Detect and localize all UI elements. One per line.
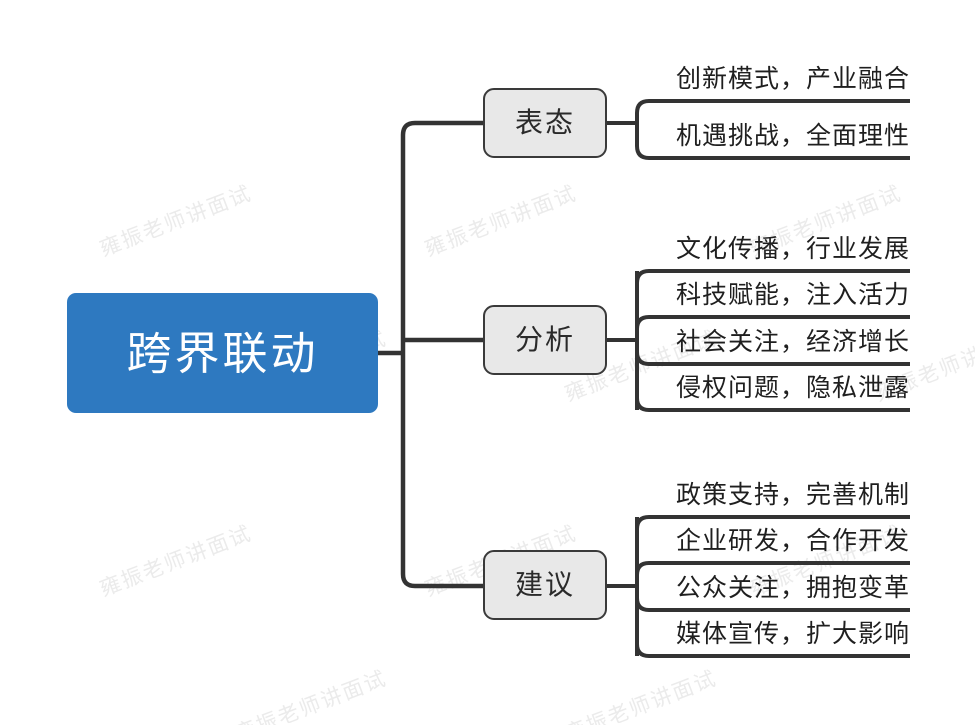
leaf-label: 文化传播，行业发展 — [675, 234, 910, 263]
leaf-item[interactable]: 政策支持，完善机制 — [637, 473, 912, 519]
leaf-label: 侵权问题，隐私泄露 — [675, 373, 910, 402]
leaf-item[interactable]: 企业研发，合作开发 — [637, 519, 912, 565]
leaf-item[interactable]: 创新模式，产业融合 — [637, 57, 912, 103]
leaf-label: 公众关注，拥抱变革 — [675, 573, 910, 602]
leaf-item[interactable]: 文化传播，行业发展 — [637, 227, 912, 273]
connector-root-to-branch-0 — [400, 120, 483, 353]
root-node-label: 跨界联动 — [126, 327, 319, 379]
leaf-item[interactable]: 媒体宣传，扩大影响 — [637, 612, 912, 658]
leaf-label: 机遇挑战，全面理性 — [675, 121, 910, 150]
leaf-label: 企业研发，合作开发 — [675, 526, 910, 555]
branch-node-fenxi[interactable]: 分析 — [483, 305, 607, 375]
leaf-label: 媒体宣传，扩大影响 — [675, 619, 910, 648]
leaf-label: 政策支持，完善机制 — [675, 480, 910, 509]
branch-node-biaotai[interactable]: 表态 — [483, 88, 607, 158]
leaf-item[interactable]: 社会关注，经济增长 — [637, 320, 912, 366]
connector-root-to-branch-2 — [400, 353, 483, 589]
leaf-item[interactable]: 科技赋能，注入活力 — [637, 273, 912, 319]
branch-node-label: 建议 — [514, 569, 575, 600]
root-node[interactable]: 跨界联动 — [67, 293, 378, 413]
leaf-label: 科技赋能，注入活力 — [675, 280, 910, 309]
leaf-item[interactable]: 侵权问题，隐私泄露 — [637, 366, 912, 412]
branch-node-label: 分析 — [514, 324, 575, 355]
leaf-item[interactable]: 机遇挑战，全面理性 — [637, 114, 912, 160]
leaf-outline-0-1 — [635, 123, 910, 160]
branch-node-jianyi[interactable]: 建议 — [483, 550, 607, 620]
branch-node-label: 表态 — [514, 107, 575, 138]
leaf-label: 创新模式，产业融合 — [675, 64, 910, 93]
leaf-item[interactable]: 公众关注，拥抱变革 — [637, 566, 912, 612]
leaf-label: 社会关注，经济增长 — [675, 327, 910, 356]
leaf-outline-0-0 — [635, 99, 910, 123]
